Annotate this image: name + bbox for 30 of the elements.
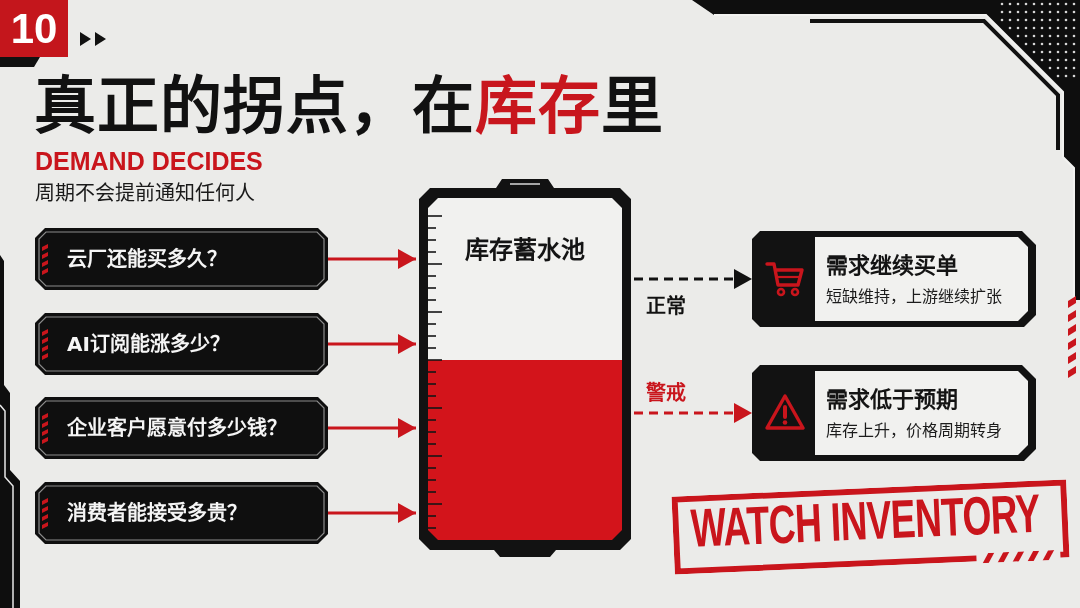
question-text: AI订阅能涨多少？ [67, 332, 230, 356]
arrow [328, 334, 416, 354]
arrow [634, 403, 752, 423]
tank-label: 库存蓄水池 [465, 236, 585, 264]
question-box [35, 313, 328, 375]
outcome-title: 需求低于预期 [826, 387, 958, 413]
arrow [328, 503, 416, 523]
subtitle: DEMAND DECIDES [35, 147, 263, 175]
stamp [671, 479, 1070, 575]
edge-label: 警戒 [644, 381, 688, 405]
outcome-text: 库存上升，价格周期转身 [826, 421, 1002, 441]
stamp-text: WATCH INVENTORY [690, 492, 1041, 548]
question-text: 云厂还能买多久？ [67, 247, 227, 271]
question-text: 消费者能接受多贵？ [67, 501, 247, 525]
arrow [328, 249, 416, 269]
title: 真正的拐点，在库存里 [34, 69, 664, 145]
arrow [634, 269, 752, 289]
outcome-box [752, 231, 1036, 327]
question-text: 企业客户愿意付多少钱？ [67, 416, 287, 440]
outcome-text: 短缺维持，上游继续扩张 [826, 287, 1002, 307]
question-box [35, 482, 328, 544]
arrow [328, 418, 416, 438]
outcome-title: 需求继续买单 [826, 253, 958, 279]
tagline: 周期不会提前通知任何人 [35, 181, 255, 205]
number-badge: 10 [0, 0, 68, 57]
outcome-box [752, 365, 1036, 461]
question-box [35, 397, 328, 459]
tank [416, 176, 634, 560]
edge-label: 正常 [644, 294, 688, 318]
question-box [35, 228, 328, 290]
